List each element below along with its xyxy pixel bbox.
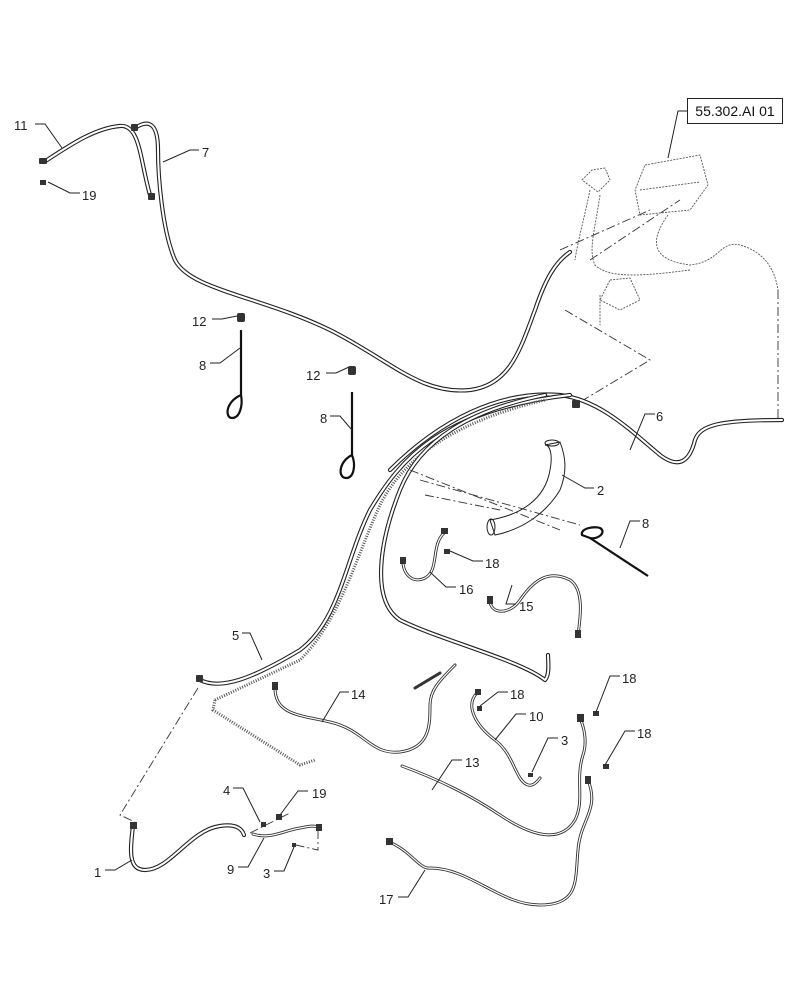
reference-link-box[interactable]: 55.302.AI 01: [687, 98, 783, 124]
callout-15: 15: [519, 599, 534, 614]
callout-10: 10: [529, 709, 544, 724]
hose-item-13[interactable]: [400, 714, 587, 837]
hose-item-7[interactable]: [131, 121, 573, 393]
callout-19: 19: [312, 786, 327, 801]
callout-18: 18: [637, 726, 652, 741]
cable-tie-item-8-c[interactable]: [580, 526, 649, 577]
callout-2: 2: [597, 483, 605, 498]
callout-8: 8: [642, 516, 650, 531]
fitting-item-4[interactable]: [261, 822, 266, 827]
fitting-item-18-b[interactable]: [477, 706, 482, 711]
hose-item-6[interactable]: [387, 392, 785, 473]
callout-19: 19: [82, 188, 97, 203]
cable-tie-item-8-b[interactable]: [339, 392, 356, 480]
callout-4: 4: [223, 783, 231, 798]
callout-8: 8: [199, 358, 207, 373]
fitting-item-18-a[interactable]: [444, 549, 450, 554]
tube-item-9[interactable]: [251, 824, 322, 838]
callout-18: 18: [485, 556, 500, 571]
callout-12: 12: [192, 314, 207, 329]
callout-13: 13: [465, 755, 480, 770]
callout-16: 16: [459, 582, 474, 597]
callout-7: 7: [202, 145, 210, 160]
sleeve-item-2[interactable]: [486, 439, 566, 536]
callout-3: 3: [561, 733, 569, 748]
hose-item-1[interactable]: [128, 822, 247, 873]
callout-11: 11: [14, 118, 28, 133]
fitting-item-18-c[interactable]: [593, 711, 599, 716]
hose-item-14[interactable]: [272, 663, 457, 754]
callout-8: 8: [320, 411, 328, 426]
valve-assembly-reference: [574, 154, 779, 325]
hose-long-center[interactable]: [378, 392, 551, 683]
callout-17: 17: [379, 892, 394, 907]
callout-9: 9: [227, 862, 235, 877]
clip-item-12-b[interactable]: [348, 366, 356, 375]
fitting-item-18-d[interactable]: [603, 764, 609, 769]
callout-5: 5: [232, 628, 240, 643]
cap-item-19-top[interactable]: [40, 180, 46, 185]
hose-item-10[interactable]: [470, 689, 542, 787]
cap-item-19-bottom[interactable]: [276, 814, 282, 820]
hose-item-16[interactable]: [400, 528, 448, 582]
hose-item-15[interactable]: [487, 574, 582, 638]
callout-1: 1: [94, 865, 102, 880]
callout-18: 18: [622, 671, 637, 686]
clip-item-12-a[interactable]: [237, 313, 245, 322]
leader-lines: [35, 110, 687, 898]
cable-tie-item-8-a[interactable]: [226, 330, 243, 420]
hose-item-11[interactable]: [39, 123, 155, 200]
fitting-item-3-a[interactable]: [528, 773, 533, 777]
callout-3: 3: [263, 866, 271, 881]
callout-14: 14: [351, 687, 366, 702]
fitting-item-3-b[interactable]: [292, 843, 296, 847]
callout-18: 18: [510, 687, 525, 702]
hose-item-17[interactable]: [386, 776, 594, 907]
callout-6: 6: [656, 409, 664, 424]
callout-12: 12: [306, 368, 321, 383]
